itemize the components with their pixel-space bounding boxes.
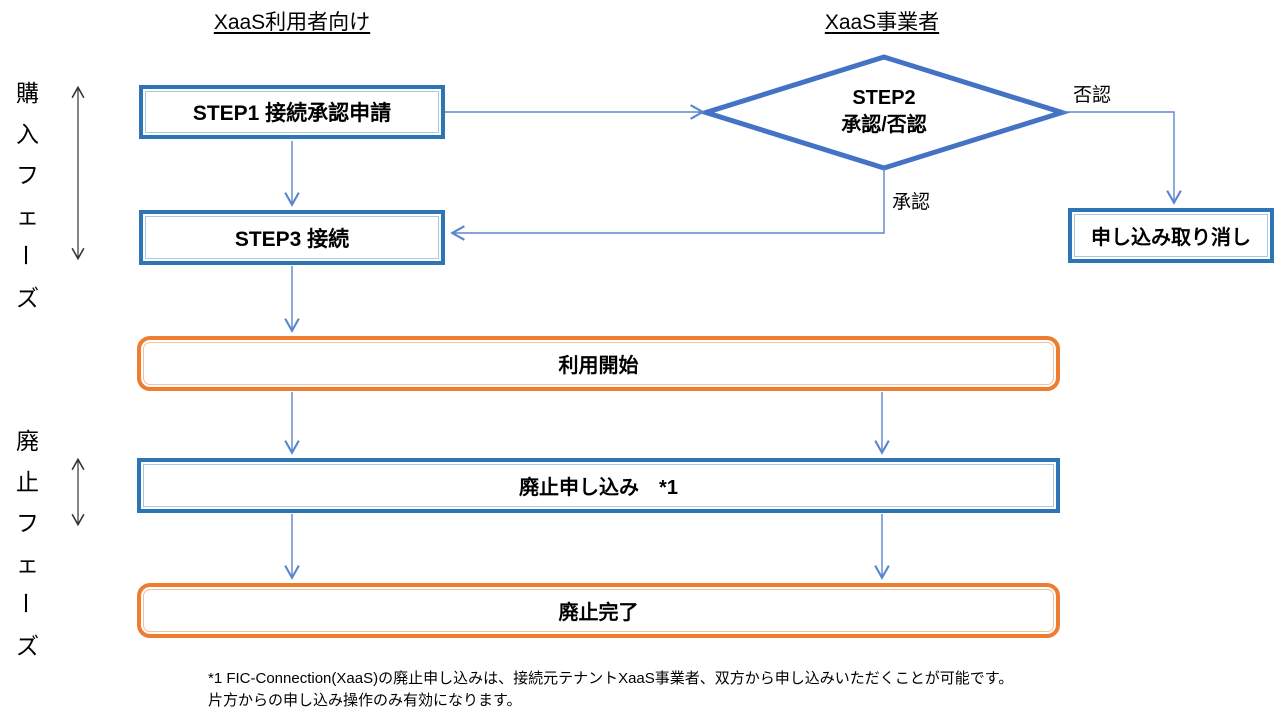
step3-label: STEP3 接続 — [234, 227, 350, 251]
edge-label-approve: 承認 — [892, 192, 931, 213]
heading-xaas-provider: XaaS事業者 — [824, 11, 940, 34]
step2-title: STEP2 — [852, 87, 916, 109]
cancel-label: 申し込み取り消し — [1091, 227, 1251, 249]
step1-box: STEP1 接続承認申請 — [139, 85, 445, 139]
purchase-phase-label: 購入フェーズ — [12, 80, 40, 311]
footnote: *1 FIC-Connection(XaaS)の廃止申し込みは、接続元テナントX… — [208, 668, 1013, 712]
step2-subtitle: 承認/否認 — [841, 114, 927, 136]
step3-box: STEP3 接続 — [139, 210, 445, 265]
footnote-line2: 片方からの申し込み操作のみ有効になります。 — [208, 692, 522, 709]
usage-start-label: 利用開始 — [558, 355, 639, 377]
step1-label: STEP1 接続承認申請 — [192, 102, 392, 125]
abolition-phase-label: 廃止フェーズ — [12, 428, 40, 659]
usage-start-box: 利用開始 — [137, 336, 1060, 391]
abolition-apply-label: 廃止申し込み *1 — [519, 477, 678, 499]
abolition-done-box: 廃止完了 — [137, 583, 1060, 638]
abolition-done-label: 廃止完了 — [558, 602, 639, 624]
connector-step2-approve-to-step3 — [450, 168, 885, 241]
step2-decision-label: STEP2 承認/否認 — [784, 83, 984, 141]
footnote-line1: *1 FIC-Connection(XaaS)の廃止申し込みは、接続元テナントX… — [208, 670, 1014, 687]
edge-label-deny: 否認 — [1073, 85, 1112, 106]
cancel-box: 申し込み取り消し — [1068, 208, 1274, 263]
connector-step2-deny-to-cancel — [1062, 111, 1182, 205]
abolition-apply-box: 廃止申し込み *1 — [137, 458, 1060, 513]
heading-xaas-user: XaaS利用者向け — [213, 11, 371, 34]
